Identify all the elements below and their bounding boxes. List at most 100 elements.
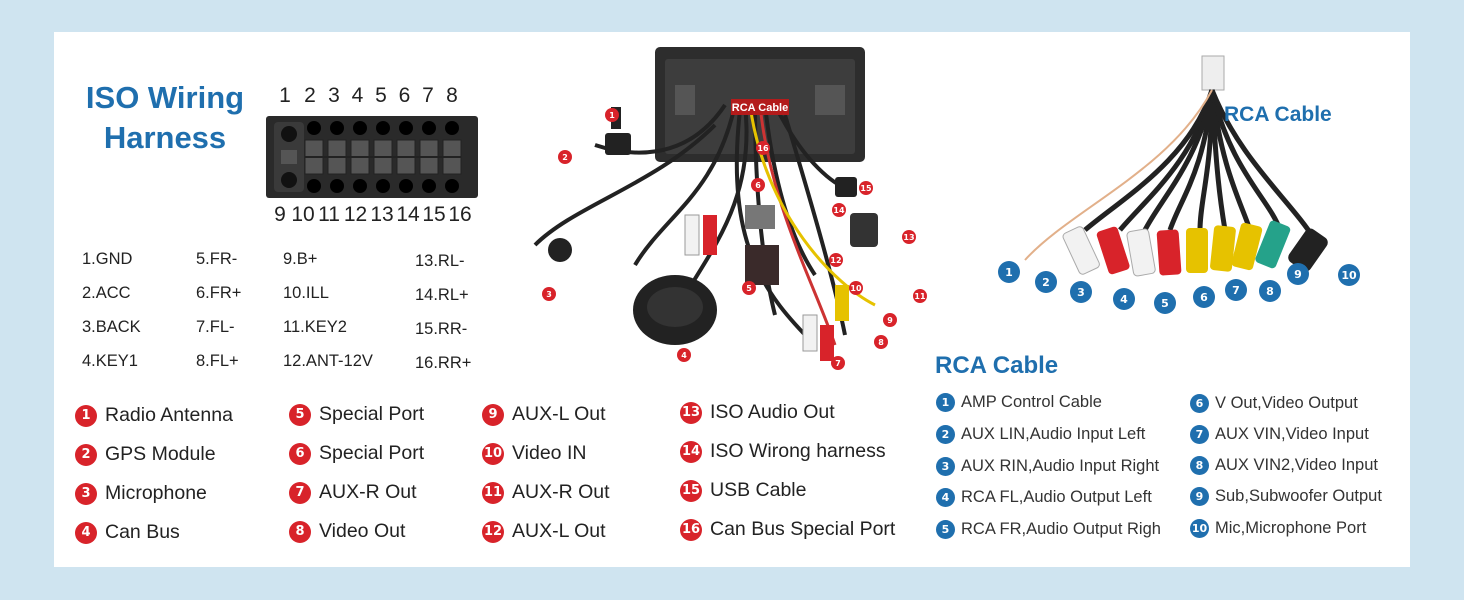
number-badge: 5 <box>289 403 311 426</box>
pin-label: 14.RL+ <box>415 286 469 304</box>
pin-numbers-bottom: 9 10 11 12 13 14 15 16 <box>270 203 473 227</box>
rca-item-badge: 6 <box>1190 394 1209 413</box>
pin-label: 5.FR- <box>196 250 238 268</box>
iso-title-line1: ISO Wiring <box>85 80 245 115</box>
pin-number: 12 <box>343 203 368 226</box>
callout-badge: 9 <box>883 313 897 327</box>
number-badge: 11 <box>482 481 504 504</box>
rca-number-badge: 2 <box>1035 271 1057 293</box>
pin-label: 1.GND <box>82 250 133 268</box>
legend-item: 1 Radio Antenna <box>75 404 233 427</box>
rca-number-badge: 10 <box>1338 264 1360 286</box>
pin-number: 8 <box>446 84 458 107</box>
rca-cable-illustration <box>1024 55 1328 277</box>
legend-label: Video Out <box>319 520 406 542</box>
pin-number: 4 <box>351 84 364 107</box>
callout-badge: 10 <box>849 281 863 295</box>
rca-number-badge: 8 <box>1259 280 1281 302</box>
rca-item-badge: 5 <box>936 520 955 539</box>
number-badge: 12 <box>482 520 504 543</box>
legend-label: Can Bus <box>105 521 180 543</box>
rca-number-badge: 4 <box>1113 288 1135 310</box>
legend-label: ISO Wirong harness <box>710 440 886 462</box>
legend-label: Microphone <box>105 482 207 504</box>
number-badge: 1 <box>75 404 97 427</box>
pin-number: 10 <box>291 203 315 226</box>
rca-item-label: AUX RIN,Audio Input Right <box>961 457 1160 475</box>
iso-connector-diagram <box>266 116 478 198</box>
rca-item-label: RCA FR,Audio Output Righ <box>961 520 1161 538</box>
rca-number-badge: 1 <box>998 261 1020 283</box>
callout-badge: 7 <box>831 356 845 370</box>
legend-label: Radio Antenna <box>105 404 233 426</box>
pin-number: 14 <box>396 203 420 226</box>
callout-badge: 11 <box>913 289 927 303</box>
rca-item-label: Mic,Microphone Port <box>1215 519 1367 537</box>
callout-badge: 5 <box>742 281 756 295</box>
rca-legend-item: 5 RCA FR,Audio Output Righ <box>936 520 1161 539</box>
callout-badge: 2 <box>558 150 572 164</box>
legend-item: 10 Video IN <box>482 442 586 465</box>
rca-item-label: AUX LIN,Audio Input Left <box>961 425 1146 443</box>
callout-badge: 12 <box>829 253 843 267</box>
rca-item-badge: 10 <box>1190 519 1209 538</box>
iso-title-line2: Harness <box>103 120 227 155</box>
pin-label: 6.FR+ <box>196 284 242 302</box>
callout-badge: 14 <box>832 203 846 217</box>
legend-label: GPS Module <box>105 443 216 465</box>
rca-photo-title: RCA Cable <box>1224 103 1332 126</box>
pin-number: 1 <box>279 84 291 107</box>
number-badge: 14 <box>680 440 702 463</box>
legend-label: Can Bus Special Port <box>710 518 896 540</box>
rca-item-label: RCA FL,Audio Output Left <box>961 488 1152 506</box>
number-badge: 7 <box>289 481 311 504</box>
pin-label: 3.BACK <box>82 318 141 336</box>
callout-badge: 16 <box>756 141 770 155</box>
number-badge: 10 <box>482 442 504 465</box>
legend-item: 11 AUX-R Out <box>482 481 610 504</box>
callout-badge: 3 <box>542 287 556 301</box>
pin-number: 15 <box>422 203 446 226</box>
iso-title: ISO Wiring Harness <box>60 78 270 158</box>
pin-label: 15.RR- <box>415 320 468 338</box>
number-badge: 2 <box>75 443 97 466</box>
number-badge: 13 <box>680 401 702 424</box>
number-badge: 16 <box>680 518 702 541</box>
pin-numbers-top: 1 2 3 4 5 6 7 8 <box>272 84 464 108</box>
rca-number-badge: 5 <box>1154 292 1176 314</box>
rca-item-label: AMP Control Cable <box>961 393 1102 411</box>
legend-label: Video IN <box>512 442 587 464</box>
pin-label: 10.ILL <box>283 284 329 302</box>
number-badge: 8 <box>289 520 311 543</box>
pin-number: 16 <box>448 203 472 226</box>
rca-item-badge: 3 <box>936 457 955 476</box>
rca-number-badge: 7 <box>1225 279 1247 301</box>
pin-number: 6 <box>398 84 411 107</box>
number-badge: 6 <box>289 442 311 465</box>
number-badge: 15 <box>680 479 702 502</box>
rca-item-badge: 2 <box>936 425 955 444</box>
legend-item: 14 ISO Wirong harness <box>680 440 886 463</box>
legend-label: AUX-L Out <box>512 403 606 425</box>
pin-number: 7 <box>422 84 434 107</box>
pin-number: 13 <box>370 203 394 226</box>
photo-rca-tag: RCA Cable <box>732 102 788 114</box>
legend-label: AUX-R Out <box>512 481 610 503</box>
legend-item: 16 Can Bus Special Port <box>680 518 895 541</box>
harness-illustration: RCA Cable <box>533 47 878 361</box>
callout-badge: 1 <box>605 108 619 122</box>
callout-badge: 13 <box>902 230 916 244</box>
rca-item-badge: 8 <box>1190 456 1209 475</box>
pin-label: 12.ANT-12V <box>283 352 373 370</box>
